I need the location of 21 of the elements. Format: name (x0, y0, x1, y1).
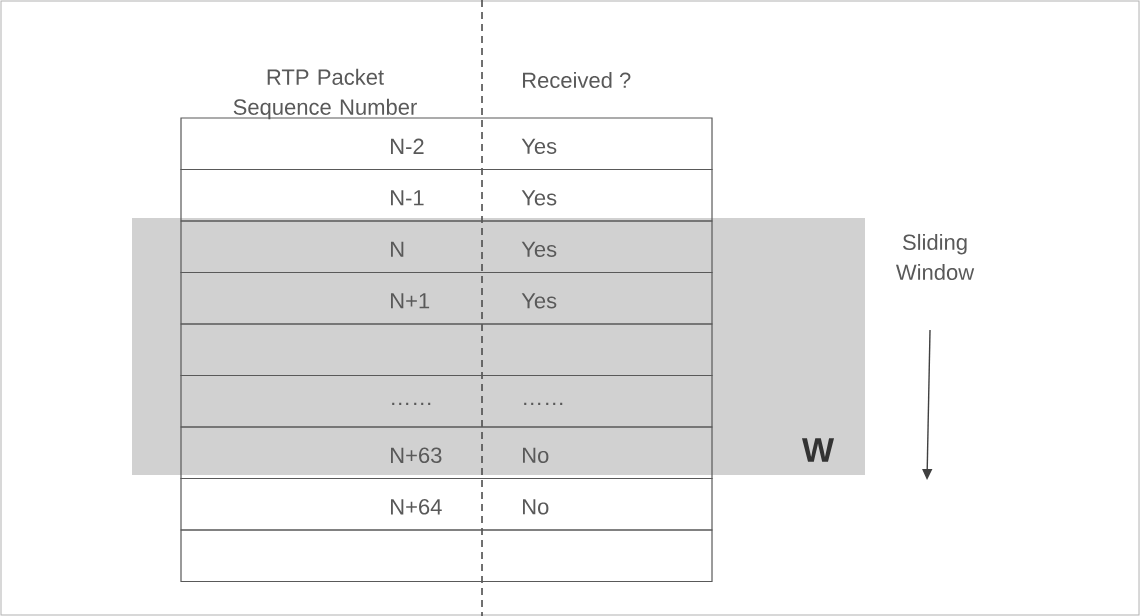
label: N-2 (391, 138, 424, 154)
table-row: N-1 Yes (180, 168, 713, 222)
label: N+64 (391, 499, 442, 515)
table-row: N+64 No (180, 477, 713, 531)
table-row: …… …… (180, 374, 713, 428)
label: No (523, 447, 549, 463)
column-header: RTP Packet Sequence Number (233, 68, 417, 120)
column-header: Received ? (523, 71, 631, 89)
label: …… (392, 402, 431, 405)
label: Yes (521, 241, 557, 257)
label: Yes (521, 293, 557, 309)
table-row: N+1 Yes (180, 271, 713, 325)
label: No (523, 499, 549, 515)
label: Yes (521, 138, 557, 154)
window-label: Sliding Window (896, 233, 975, 281)
label: N (391, 241, 404, 257)
label: N+1 (391, 293, 430, 309)
table-row: N+63 No (180, 426, 713, 480)
table-row: N Yes (180, 220, 713, 274)
label: N+63 (391, 447, 442, 464)
label: …… (524, 402, 563, 405)
